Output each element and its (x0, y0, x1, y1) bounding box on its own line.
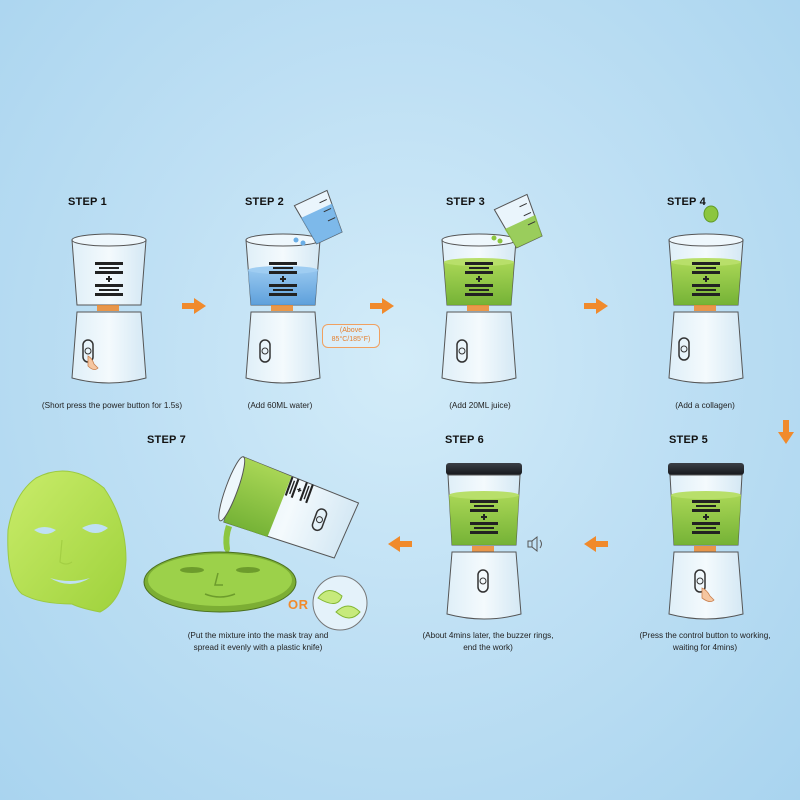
arrow-right-icon (584, 298, 608, 314)
step7-caption: (Put the mixture into the mask tray and … (168, 630, 348, 654)
step5-caption-line1: (Press the control button to working, (639, 631, 771, 640)
step6-title: STEP 6 (445, 434, 484, 446)
arrow-left-icon (388, 536, 412, 552)
step1-title: STEP 1 (68, 196, 107, 208)
arrow-right-icon (370, 298, 394, 314)
step2-title: STEP 2 (245, 196, 284, 208)
arrow-right-icon (182, 298, 206, 314)
step2-machine (245, 189, 343, 384)
collagen-tablet-icon (703, 205, 719, 223)
step1-machine (71, 233, 147, 384)
step6-caption: (About 4mins later, the buzzer rings, en… (404, 630, 572, 654)
step5-caption: (Press the control button to working, wa… (620, 630, 790, 654)
step5-caption-line2: waiting for 4mins) (672, 642, 738, 652)
eye-patch-icon (312, 575, 368, 631)
hand-pointer-icon (87, 355, 99, 370)
measuring-cup-icon (493, 193, 543, 249)
step3-title: STEP 3 (446, 196, 485, 208)
step3-caption: (Add 20ML juice) (449, 401, 511, 410)
step4-machine (668, 205, 744, 384)
or-label: OR (288, 597, 309, 612)
arrow-down-icon (778, 420, 794, 444)
step7-pouring-cup (218, 456, 360, 559)
step2-caption: (Add 60ML water) (247, 401, 313, 410)
arrow-left-icon (584, 536, 608, 552)
step6-caption-line2: end the work) (463, 642, 513, 652)
step5-machine (668, 463, 744, 620)
temperature-note: (Above 85°C/185°F) (322, 324, 380, 348)
step7-caption-line2: spread it evenly with a plastic knife) (193, 642, 323, 652)
pouring-stream (223, 525, 232, 553)
hand-pointer-icon (701, 587, 715, 602)
step6-caption-line1: (About 4mins later, the buzzer rings, (422, 631, 554, 640)
step3-machine (441, 193, 543, 384)
speaker-icon (527, 535, 542, 553)
mask-tray (143, 551, 297, 613)
measuring-cup-icon (293, 189, 343, 245)
face-mask-icon (7, 470, 127, 613)
temperature-note-line2: 85°C/185°F) (331, 335, 371, 343)
step1-caption: (Short press the power button for 1.5s) (41, 401, 183, 410)
step5-title: STEP 5 (669, 434, 708, 446)
step4-caption: (Add a collagen) (675, 401, 735, 410)
temperature-note-line1: (Above (339, 327, 363, 334)
step7-title: STEP 7 (147, 434, 186, 446)
step6-machine (446, 463, 542, 620)
step4-title: STEP 4 (667, 196, 706, 208)
step7-caption-line1: (Put the mixture into the mask tray and (187, 631, 329, 640)
